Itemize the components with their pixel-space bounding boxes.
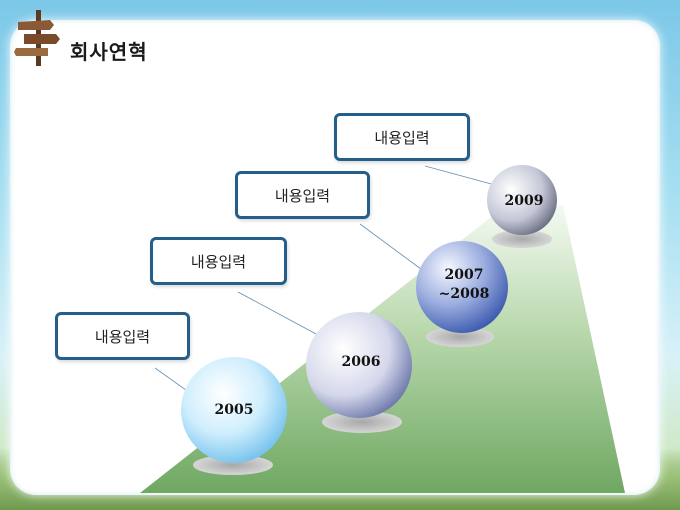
- connector-line: [424, 165, 496, 186]
- milestone-label: 내용입력: [190, 252, 247, 271]
- year-label-2007-2008: 2007 ~2008: [438, 267, 490, 302]
- connector-line: [237, 291, 319, 336]
- sphere-2007-2008: [416, 241, 508, 333]
- sphere-shadow: [322, 411, 402, 433]
- milestone-box-2009[interactable]: 내용입력: [334, 113, 470, 161]
- milestone-box-2005[interactable]: 내용입력: [55, 312, 190, 360]
- year-label-2005: 2005: [214, 402, 254, 418]
- sphere-2006: [306, 312, 412, 418]
- milestone-box-2007-2008[interactable]: 내용입력: [235, 171, 370, 219]
- milestone-label: 내용입력: [94, 327, 151, 346]
- page-title: 회사연혁: [70, 40, 148, 64]
- year-label-2006: 2006: [341, 354, 381, 370]
- sphere-shadow: [193, 455, 273, 475]
- year-label-2009: 2009: [504, 193, 544, 209]
- milestone-box-2006[interactable]: 내용입력: [150, 237, 287, 285]
- sphere-shadow: [426, 327, 494, 347]
- connector-line: [359, 223, 426, 273]
- milestone-label: 내용입력: [274, 186, 331, 205]
- milestone-label: 내용입력: [374, 128, 430, 147]
- sphere-2005: [181, 357, 287, 463]
- signpost-icon: [14, 10, 60, 66]
- sphere-shadow: [492, 230, 552, 248]
- sphere-2009: [487, 165, 557, 235]
